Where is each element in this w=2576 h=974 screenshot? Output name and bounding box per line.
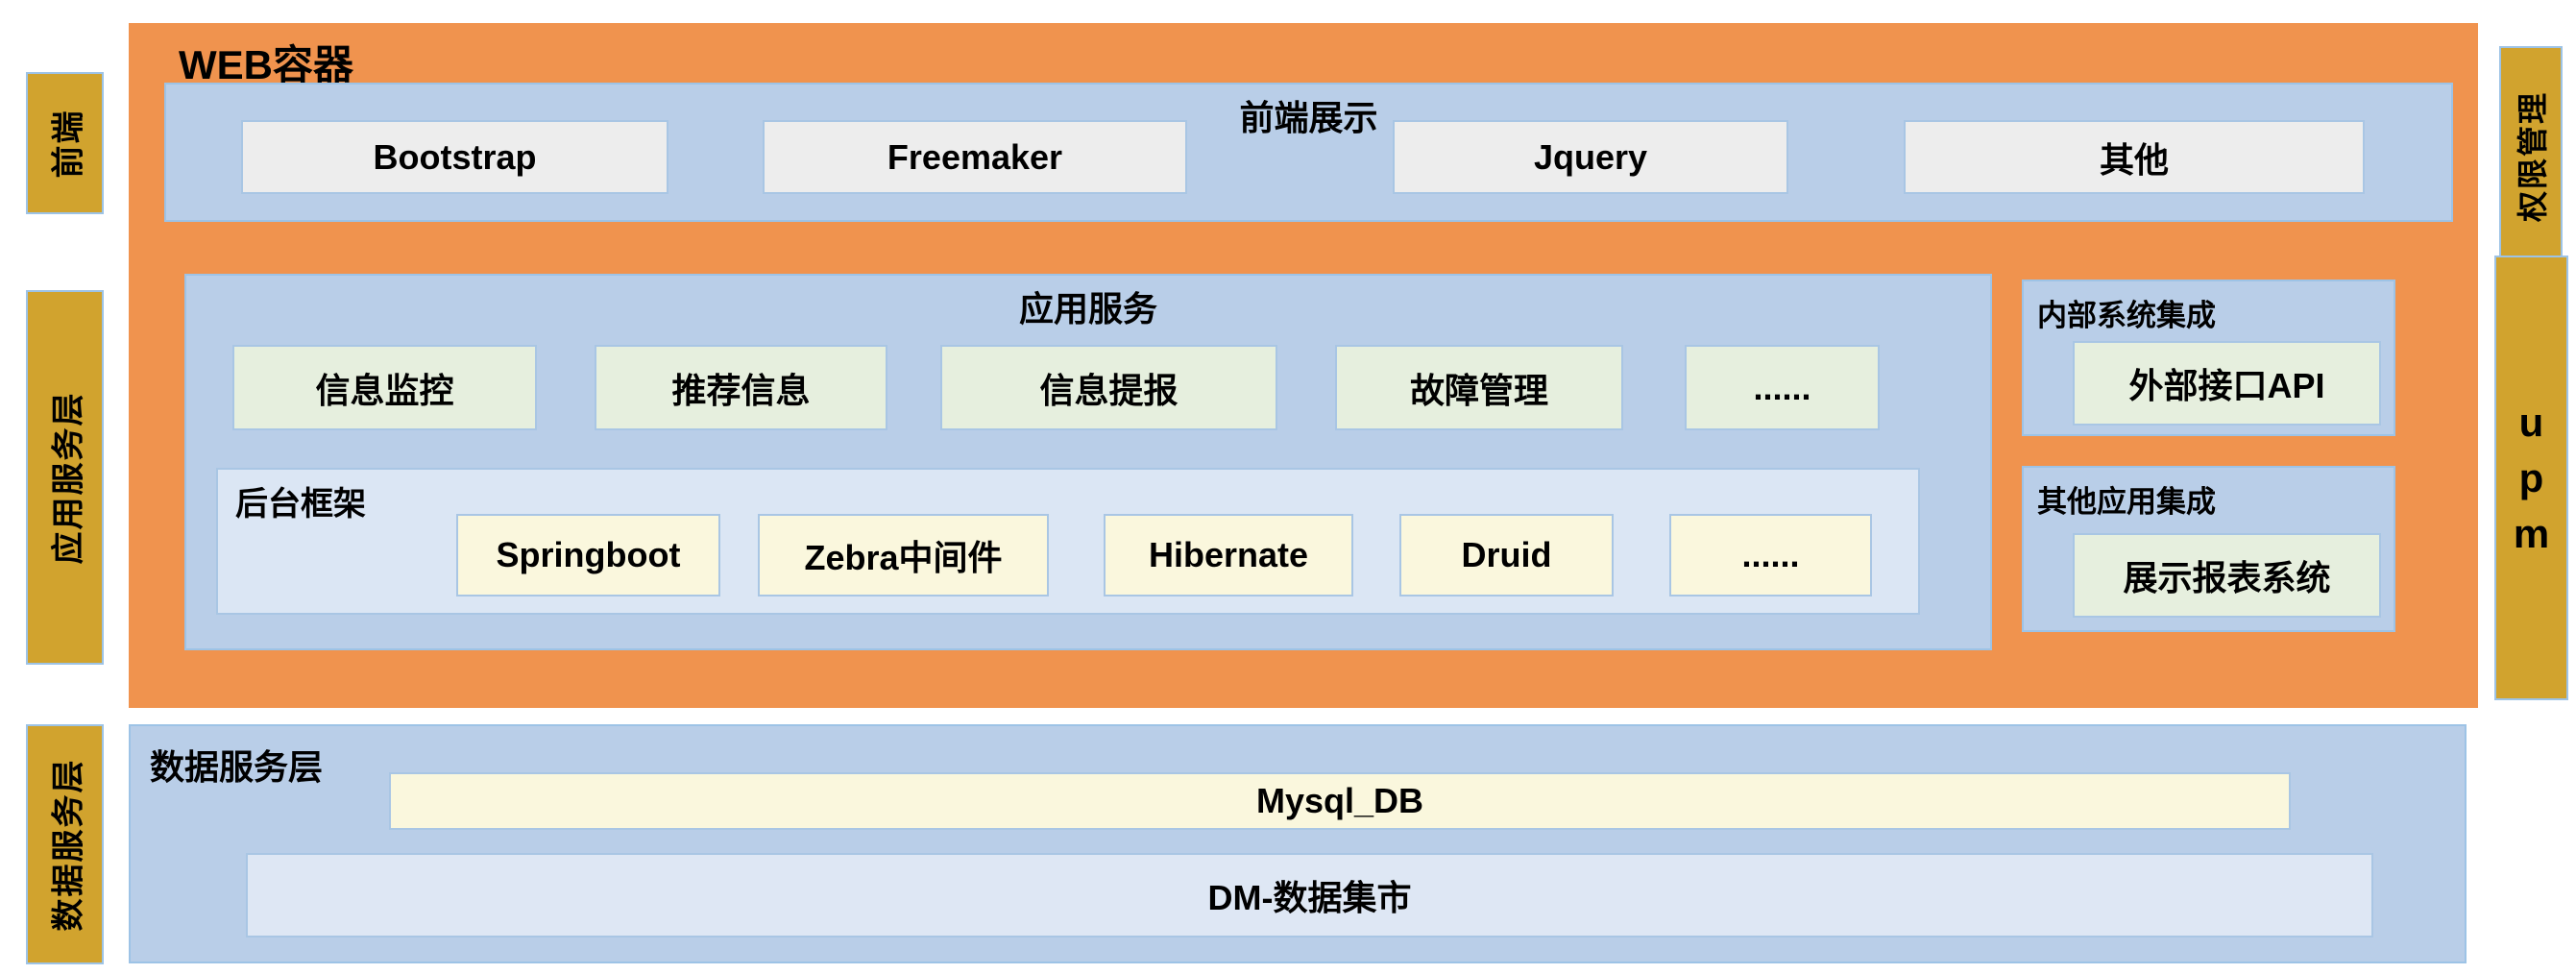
report-system-item-label: 展示报表系统: [2123, 558, 2331, 597]
rail-frontend-label: 前端: [50, 109, 86, 178]
data-service-layer-title: 数据服务层: [150, 747, 324, 787]
rail-data-service-layer: 数据服务层: [26, 724, 104, 964]
internal-integration-title: 内部系统集成: [2037, 299, 2216, 332]
frontend-item-bootstrap-label: Bootstrap: [373, 136, 537, 177]
service-recommend-info-label: 推荐信息: [671, 370, 811, 410]
external-api-item: 外部接口API: [2073, 341, 2381, 426]
service-fault-management-label: 故障管理: [1409, 370, 1548, 410]
backend-item-ellipsis-label: ......: [1741, 535, 1800, 574]
backend-item-zebra-label: Zebra中间件: [804, 538, 1003, 577]
backend-item-zebra: Zebra中间件: [758, 514, 1049, 597]
upm-letter-p: p: [2518, 454, 2544, 500]
app-services-panel: 应用服务 信息监控 推荐信息 信息提报 故障管理 ...... 后台框架 Spr…: [184, 274, 1992, 650]
backend-framework-title: 后台框架: [235, 486, 366, 523]
service-ellipsis: ......: [1685, 345, 1880, 430]
backend-item-springboot: Springboot: [456, 514, 720, 597]
backend-item-hibernate-label: Hibernate: [1148, 535, 1309, 574]
dm-data-mart-label: DM-数据集市: [1207, 878, 1412, 917]
service-fault-management: 故障管理: [1335, 345, 1623, 430]
rail-permission-management: 权限管理: [2499, 46, 2563, 267]
upm-letter-u: u: [2518, 399, 2544, 445]
rail-app-service-layer: 应用服务层: [26, 290, 104, 665]
frontend-display-title: 前端展示: [1239, 98, 1378, 137]
report-system-item: 展示报表系统: [2073, 533, 2381, 618]
dm-data-mart-bar: DM-数据集市: [246, 853, 2373, 937]
backend-framework-panel: 后台框架 Springboot Zebra中间件 Hibernate Druid…: [216, 468, 1920, 615]
rail-app-service-layer-label: 应用服务层: [50, 391, 86, 564]
service-info-report: 信息提报: [940, 345, 1277, 430]
service-recommend-info: 推荐信息: [595, 345, 887, 430]
web-container-title: WEB容器: [179, 42, 353, 87]
mysql-db-bar: Mysql_DB: [389, 772, 2291, 830]
backend-item-druid: Druid: [1399, 514, 1614, 597]
app-services-title: 应用服务: [1018, 289, 1157, 329]
rail-upm-letters: u p m: [2496, 257, 2566, 698]
frontend-item-other: 其他: [1904, 120, 2365, 194]
other-integration-panel: 其他应用集成 展示报表系统: [2022, 466, 2395, 632]
external-api-item-label: 外部接口API: [2128, 366, 2325, 405]
backend-item-springboot-label: Springboot: [496, 535, 681, 574]
other-integration-title: 其他应用集成: [2037, 485, 2216, 519]
mysql-db-label: Mysql_DB: [1255, 781, 1424, 820]
backend-item-ellipsis: ......: [1669, 514, 1872, 597]
frontend-item-other-label: 其他: [2099, 139, 2169, 180]
data-service-layer-panel: 数据服务层 Mysql_DB DM-数据集市: [129, 724, 2467, 963]
service-info-monitoring: 信息监控: [232, 345, 537, 430]
web-container: WEB容器 前端展示 Bootstrap Freemaker Jquery 其他…: [129, 23, 2478, 708]
service-ellipsis-label: ......: [1753, 367, 1811, 407]
service-info-monitoring-label: 信息监控: [315, 370, 454, 410]
frontend-item-freemaker: Freemaker: [763, 120, 1187, 194]
frontend-item-freemaker-label: Freemaker: [887, 136, 1063, 177]
upm-letter-m: m: [2513, 510, 2550, 556]
rail-permission-management-label: 权限管理: [2515, 90, 2551, 223]
frontend-item-bootstrap: Bootstrap: [241, 120, 668, 194]
rail-frontend: 前端: [26, 72, 104, 214]
rail-data-service-layer-label: 数据服务层: [50, 758, 86, 931]
frontend-item-jquery-label: Jquery: [1533, 136, 1648, 177]
frontend-item-jquery: Jquery: [1393, 120, 1788, 194]
frontend-display-panel: 前端展示 Bootstrap Freemaker Jquery 其他: [164, 83, 2453, 222]
service-info-report-label: 信息提报: [1039, 370, 1179, 410]
backend-item-druid-label: Druid: [1461, 535, 1552, 574]
backend-item-hibernate: Hibernate: [1104, 514, 1353, 597]
rail-upm: u p m: [2494, 256, 2568, 700]
internal-integration-panel: 内部系统集成 外部接口API: [2022, 280, 2395, 436]
